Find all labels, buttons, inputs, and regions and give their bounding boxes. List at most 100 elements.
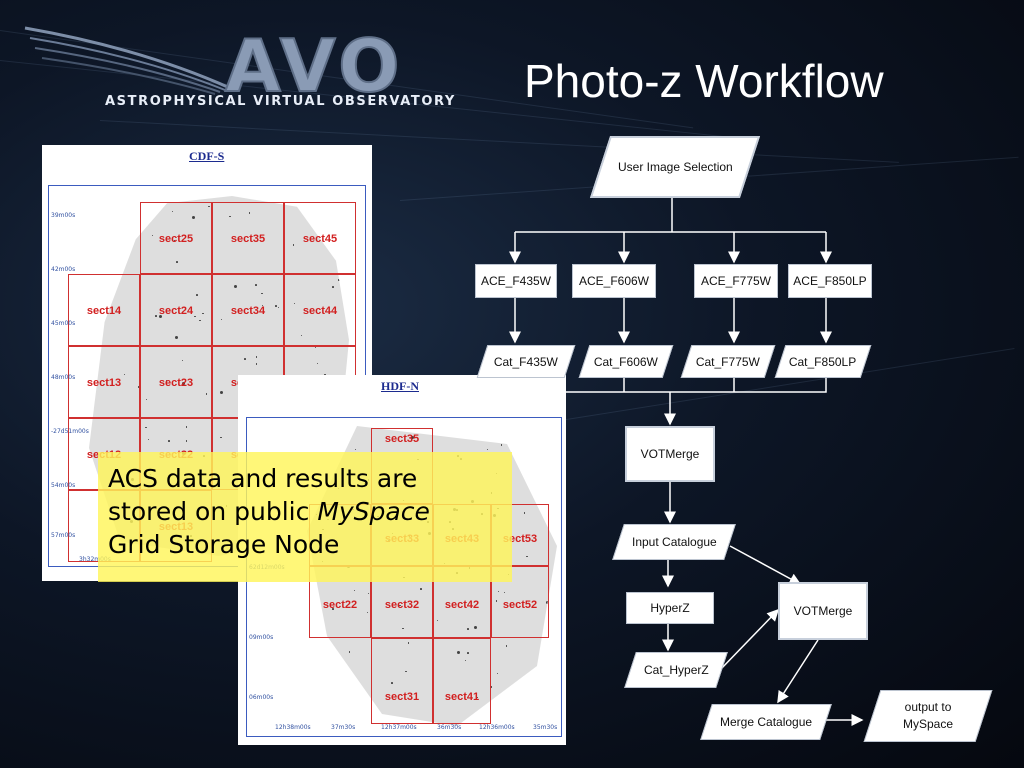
node-ace-f606w: ACE_F606W [572,264,656,298]
hdfn-cell: sect41 [433,638,491,724]
source-dot [486,448,489,451]
ra-tick: 12h36m00s [479,724,515,731]
source-dot [147,438,150,441]
edge-cathyperz-to-votmerge2 [719,608,780,671]
node-ace-f775w: ACE_F775W [694,264,778,298]
logo-subtitle: ASTROPHYSICAL VIRTUAL OBSERVATORY [105,94,456,109]
source-dot [495,600,498,602]
cell-label: sect45 [302,233,338,245]
source-dot [332,286,334,288]
node-label: Cat_F775W [695,354,761,369]
cell-label: sect32 [384,599,420,611]
dec-tick: 42m00s [51,266,76,273]
cdfs-cell: sect35 [212,202,284,274]
source-dot [545,601,549,605]
source-dot [496,672,499,675]
callout-line-2: stored on public MySpace [108,495,512,528]
cdfs-cell: sect23 [140,346,212,418]
cdfs-map-title: CDF-S [189,149,225,163]
source-dot [158,314,162,318]
dec-tick: 57m00s [51,532,76,539]
source-dot [192,215,196,219]
source-dot [220,436,222,438]
cell-label: sect22 [322,599,358,611]
source-dot [277,306,280,309]
myspace-callout: ACS data and results are stored on publi… [98,452,512,582]
node-output-myspace: output to MySpace [863,690,993,742]
node-cat-f850lp: Cat_F850LP [774,345,872,378]
node-input-catalogue: Input Catalogue [612,524,736,560]
ra-tick: 12h38m00s [275,724,311,731]
source-dot [220,391,224,395]
source-dot [436,619,438,622]
slide-title: Photo-z Workflow [524,55,884,107]
source-dot [168,440,170,442]
edge-votmerge2-to-merge [777,639,819,704]
cell-label: sect34 [230,305,266,317]
source-dot [123,373,126,376]
avo-logo: AVO ASTROPHYSICAL VIRTUAL OBSERVATORY [20,18,460,118]
callout-line-1: ACS data and results are [108,464,418,493]
ra-tick: 3h32m00s [79,556,111,563]
node-label: ACE_F850LP [793,274,867,288]
node-label: Cat_HyperZ [643,663,709,677]
cell-label: sect35 [384,433,420,445]
source-dot [324,373,326,376]
source-dot [464,659,467,662]
ra-tick: 12h37m00s [381,724,417,731]
source-dot [220,318,223,321]
source-dot [255,284,257,286]
source-dot [255,356,258,358]
source-dot [233,285,237,289]
source-dot [407,642,410,644]
source-dot [208,205,210,208]
source-dot [275,305,277,307]
source-dot [137,386,140,388]
source-dot [505,645,508,647]
cell-label: sect13 [86,377,122,389]
dec-tick: 54m00s [51,482,76,489]
source-dot [314,346,317,349]
source-dot [420,588,422,590]
source-dot [411,436,415,440]
source-dot [205,393,208,395]
source-dot [174,336,178,340]
hdfn-cell: sect31 [371,638,433,724]
node-label: ACE_F435W [480,274,552,288]
source-dot [194,315,196,318]
node-merge-catalogue: Merge Catalogue [700,704,832,740]
source-dot [145,398,148,401]
node-cat-hyperz: Cat_HyperZ [624,652,728,688]
hdfn-map-title: HDF-N [381,379,419,393]
source-dot [353,589,356,592]
cdfs-cell: sect45 [284,202,356,274]
cell-label: sect25 [158,233,194,245]
source-dot [229,215,231,218]
source-dot [185,440,188,442]
source-dot [155,315,157,317]
source-dot [402,627,404,630]
node-votmerge-2: VOTMerge [778,582,868,640]
dec-tick: 48m00s [51,374,76,381]
cdfs-cell: sect24 [140,274,212,346]
node-ace-f850lp: ACE_F850LP [788,264,872,298]
cdfs-cell: sect13 [68,346,140,418]
source-dot [176,261,178,263]
source-dot [497,590,500,593]
node-cat-f435w: Cat_F435W [476,345,576,378]
source-dot [185,426,188,428]
source-dot [332,608,334,610]
cdfs-cell: sect25 [140,202,212,274]
source-dot [467,628,469,630]
node-label: output to MySpace [903,699,953,733]
callout-line-3: Grid Storage Node [108,530,340,559]
source-dot [171,210,174,213]
cell-label: sect35 [230,233,266,245]
dec-tick: -27d51m00s [51,428,89,435]
cell-label: sect31 [384,691,420,703]
source-dot [292,244,295,246]
source-dot [500,444,503,446]
dec-tick: 45m00s [51,320,76,327]
source-dot [490,686,493,688]
